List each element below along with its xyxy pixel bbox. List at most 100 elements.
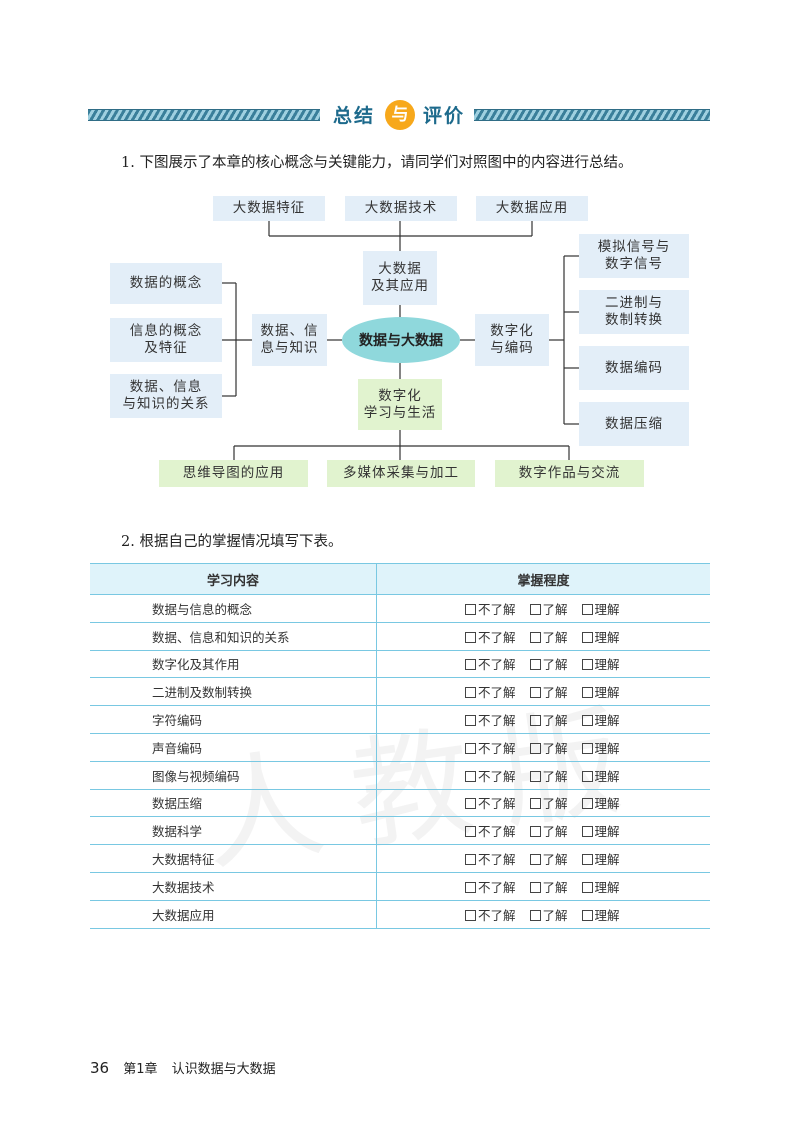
checkbox[interactable] xyxy=(529,687,541,699)
node-data-info-knowledge: 数据、信 息与知识 xyxy=(252,314,327,366)
mastery-option[interactable]: 了解 xyxy=(529,821,568,840)
node-digital-learning-life: 数字化 学习与生活 xyxy=(358,379,442,430)
checkbox[interactable] xyxy=(529,854,541,866)
checkbox[interactable] xyxy=(581,659,593,671)
checkbox[interactable] xyxy=(465,770,476,782)
node-big-data-technology: 大数据技术 xyxy=(345,196,457,221)
option-label: 不了解 xyxy=(478,796,516,812)
checkbox[interactable] xyxy=(581,603,593,615)
learning-content-cell: 数据科学 xyxy=(90,816,377,846)
mastery-option[interactable]: 了解 xyxy=(529,905,568,924)
checkbox[interactable] xyxy=(581,715,593,727)
mastery-option[interactable]: 理解 xyxy=(581,905,620,924)
mastery-option[interactable]: 不了解 xyxy=(465,654,516,673)
page-footer: 36 第1章 认识数据与大数据 xyxy=(90,1058,276,1077)
mastery-option[interactable]: 了解 xyxy=(529,793,568,812)
mastery-option[interactable]: 不了解 xyxy=(465,627,516,646)
mastery-option[interactable]: 不了解 xyxy=(465,710,516,729)
mastery-option[interactable]: 了解 xyxy=(529,682,568,701)
mastery-option[interactable]: 理解 xyxy=(581,599,620,618)
checkbox[interactable] xyxy=(581,687,593,699)
checkbox[interactable] xyxy=(529,909,541,921)
checkbox[interactable] xyxy=(465,909,476,921)
table-row: 数据、信息和知识的关系不了解了解理解 xyxy=(90,622,710,651)
mastery-option[interactable]: 理解 xyxy=(581,821,620,840)
checkbox[interactable] xyxy=(581,798,593,810)
mastery-option[interactable]: 理解 xyxy=(581,766,620,785)
mastery-option[interactable]: 不了解 xyxy=(465,738,516,757)
mastery-option[interactable]: 了解 xyxy=(529,599,568,618)
checkbox[interactable] xyxy=(581,826,593,838)
table-row: 大数据应用不了解了解理解 xyxy=(90,900,710,929)
mastery-option[interactable]: 不了解 xyxy=(465,849,516,868)
option-label: 理解 xyxy=(594,629,620,645)
mastery-option[interactable]: 理解 xyxy=(581,849,620,868)
mastery-option[interactable]: 了解 xyxy=(529,766,568,785)
option-label: 了解 xyxy=(542,824,568,840)
mastery-option[interactable]: 理解 xyxy=(581,627,620,646)
checkbox[interactable] xyxy=(581,909,593,921)
mastery-option[interactable]: 不了解 xyxy=(465,599,516,618)
mastery-option[interactable]: 了解 xyxy=(529,710,568,729)
checkbox[interactable] xyxy=(465,715,476,727)
checkbox[interactable] xyxy=(465,631,476,643)
mastery-option[interactable]: 了解 xyxy=(529,627,568,646)
mastery-option[interactable]: 不了解 xyxy=(465,905,516,924)
checkbox[interactable] xyxy=(465,742,476,754)
checkbox[interactable] xyxy=(465,854,476,866)
node-concept-of-information: 信息的概念 及特征 xyxy=(110,318,222,362)
mastery-option[interactable]: 不了解 xyxy=(465,682,516,701)
node-mind-map-application: 思维导图的应用 xyxy=(159,460,308,487)
checkbox[interactable] xyxy=(465,603,476,615)
checkbox[interactable] xyxy=(529,798,541,810)
checkbox[interactable] xyxy=(581,742,593,754)
mastery-options-cell: 不了解了解理解 xyxy=(376,789,710,818)
table-row: 数据压缩不了解了解理解 xyxy=(90,789,710,818)
mastery-option[interactable]: 理解 xyxy=(581,793,620,812)
checkbox[interactable] xyxy=(581,854,593,866)
mastery-option[interactable]: 理解 xyxy=(581,682,620,701)
mastery-options-cell: 不了解了解理解 xyxy=(376,872,710,901)
mastery-option[interactable]: 理解 xyxy=(581,654,620,673)
checkbox[interactable] xyxy=(465,826,476,838)
checkbox[interactable] xyxy=(465,687,476,699)
mastery-option[interactable]: 了解 xyxy=(529,738,568,757)
mastery-option[interactable]: 不了解 xyxy=(465,766,516,785)
checkbox[interactable] xyxy=(465,881,476,893)
checkbox[interactable] xyxy=(581,770,593,782)
mastery-options-cell: 不了解了解理解 xyxy=(376,677,710,707)
mastery-option[interactable]: 了解 xyxy=(529,849,568,868)
mastery-options-cell: 不了解了解理解 xyxy=(376,705,710,734)
mastery-option[interactable]: 理解 xyxy=(581,710,620,729)
checkbox[interactable] xyxy=(529,659,541,671)
mastery-option[interactable]: 不了解 xyxy=(465,821,516,840)
learning-content-cell: 大数据特征 xyxy=(90,844,377,873)
node-digitization-and-encoding: 数字化 与编码 xyxy=(475,314,549,366)
mastery-option[interactable]: 理解 xyxy=(581,738,620,757)
checkbox[interactable] xyxy=(529,881,541,893)
checkbox[interactable] xyxy=(529,631,541,643)
mastery-options-cell: 不了解 了解理解 xyxy=(376,816,710,846)
node-digital-works-exchange: 数字作品与交流 xyxy=(495,460,644,487)
table-row: 二进制及数制转换不了解了解理解 xyxy=(90,677,710,707)
checkbox[interactable] xyxy=(529,826,541,838)
node-center-data-and-big-data: 数据与大数据 xyxy=(342,317,460,363)
checkbox[interactable] xyxy=(529,742,541,754)
mastery-option[interactable]: 了解 xyxy=(529,877,568,896)
header-mastery-level: 掌握程度 xyxy=(376,563,710,595)
checkbox[interactable] xyxy=(529,770,541,782)
checkbox[interactable] xyxy=(529,715,541,727)
mastery-option[interactable]: 不了解 xyxy=(465,793,516,812)
checkbox[interactable] xyxy=(465,798,476,810)
mastery-option[interactable]: 不了解 xyxy=(465,877,516,896)
learning-content-cell: 二进制及数制转换 xyxy=(90,677,377,707)
learning-content-cell: 字符编码 xyxy=(90,705,377,734)
checkbox[interactable] xyxy=(581,631,593,643)
mastery-option[interactable]: 理解 xyxy=(581,877,620,896)
mastery-option[interactable]: 了解 xyxy=(529,654,568,673)
option-label: 了解 xyxy=(542,601,568,617)
header-summary: 总结 xyxy=(333,105,376,127)
checkbox[interactable] xyxy=(581,881,593,893)
checkbox[interactable] xyxy=(465,659,476,671)
checkbox[interactable] xyxy=(529,603,541,615)
